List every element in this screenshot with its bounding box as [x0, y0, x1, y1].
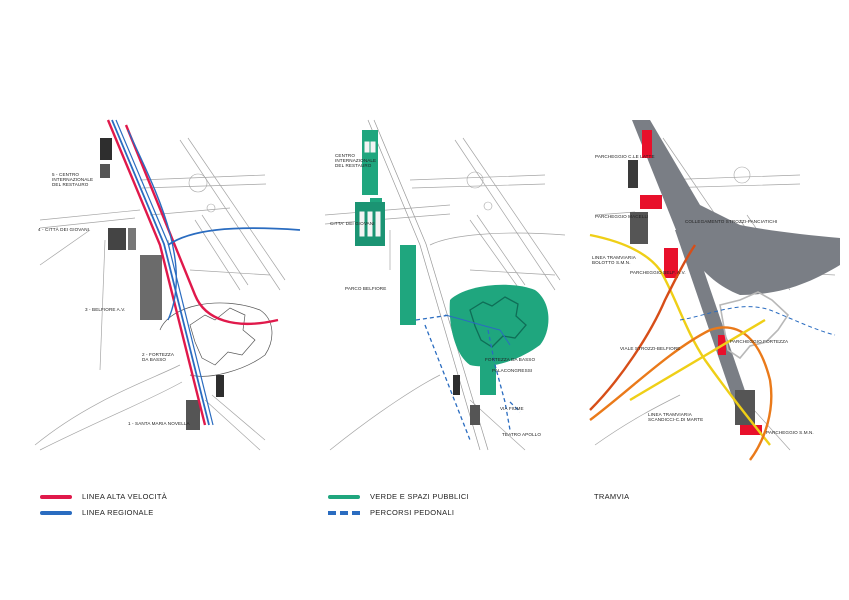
map-panel-tramway: PARCHEGGIO C.LE LATTE PARCHEGGIO MACELLI… [589, 120, 840, 461]
legend-tramway: TRAMVIA [594, 492, 629, 501]
street-network [34, 137, 286, 451]
green-areas [355, 130, 549, 395]
legend-regional: LINEA REGIONALE [40, 508, 154, 517]
high-speed-line-branch [124, 124, 279, 326]
legend-swatch-pedestrian [328, 510, 360, 515]
legend-pedestrian: PERCORSI PEDONALI [328, 508, 454, 517]
tramway-map [589, 120, 840, 461]
label-citta-giovani: CITTA' DEI GIOVANI [330, 221, 375, 226]
regional-line-east [167, 227, 301, 246]
pedestrian-path-fortress [444, 314, 511, 346]
tram-line-orange [589, 326, 773, 461]
legend-label-green: VERDE E SPAZI PUBBLICI [370, 492, 469, 501]
label-linea-scandicci: LINEA TRAMVIARIA SCANDICCI-C.DI MARTE [648, 412, 704, 423]
label-teatro-apollo: TEATRO APOLLO [502, 432, 541, 437]
label-fortezza: 2 - FORTEZZA DA BASSO [142, 352, 174, 363]
building-blocks [628, 160, 755, 425]
map-panel-public-spaces: CENTRO INTERNAZIONALE DEL RESTAURO CITTA… [320, 119, 566, 460]
fortress-outline [469, 296, 527, 348]
legend-label-regional: LINEA REGIONALE [82, 508, 154, 517]
map-panel-rail-lines: 5 - CENTRO INTERNAZIONALE DEL RESTAURO 4… [30, 119, 301, 460]
green-block-details [359, 141, 381, 237]
label-parcheggio-latte: PARCHEGGIO C.LE LATTE [595, 154, 655, 159]
label-parcheggio-macelli: PARCHEGGIO MACELLI [595, 214, 649, 219]
label-centro-restauro: CENTRO INTERNAZIONALE DEL RESTAURO [335, 153, 377, 169]
pedestrian-link [679, 306, 836, 336]
square-circle [733, 166, 751, 184]
fortress-outline [159, 302, 273, 377]
regional-line-curve [127, 129, 178, 321]
label-santa-maria-novella: 1 - SANTA MARIA NOVELLA [128, 421, 190, 426]
tram-line-scandicci [629, 318, 766, 402]
label-viale-strozzi: VIALE STROZZI-BELFIORE [620, 346, 681, 351]
label-via-fiume: VIA FIUME [500, 406, 524, 411]
public-spaces-map [324, 119, 566, 451]
legend-label-pedestrian: PERCORSI PEDONALI [370, 508, 455, 517]
rail-corridor-south [675, 230, 755, 420]
pedestrian-routes [415, 314, 521, 441]
square-circle [188, 173, 216, 213]
label-parcheggio-smn: PARCHEGGIO S.M.N. [766, 430, 814, 435]
building-blocks [100, 138, 224, 430]
tram-line-yellow [589, 233, 771, 446]
label-collegamento-strozzi: COLLEGAMENTO STROZZI-PANCIATICHI [685, 219, 778, 224]
high-speed-line-main [106, 119, 207, 426]
rail-yard-area [632, 120, 840, 295]
rail-lines-map [34, 119, 301, 451]
square-circle [466, 171, 493, 211]
legend-swatch-green [328, 494, 360, 499]
label-fortezza: FORTEZZA DA BASSO [485, 357, 536, 362]
legend-label-high-speed: LINEA ALTA VELOCITÀ [82, 492, 168, 501]
label-citta-giovani: 4 - CITTÀ DEI GIOVANI [38, 227, 90, 232]
regional-line-track-a [111, 119, 210, 426]
legend-swatch-regional [40, 510, 72, 515]
regional-line-track-b [115, 119, 214, 426]
legend-green: VERDE E SPAZI PUBBLICI [328, 492, 469, 501]
fortress-outline [719, 291, 790, 360]
label-parcheggio-fortezza: PARCHEGGIO FORTEZZA [730, 339, 789, 344]
label-parco-belfiore: PARCO BELFIORE [345, 286, 387, 291]
label-palacongressi: PALACONGRESSI [492, 368, 533, 373]
label-parcheggio-belfiore: PARCHEGGIO BELF. A.V. [630, 270, 686, 275]
legend-label-tramway: TRAMVIA [594, 492, 630, 501]
building-blocks [453, 375, 480, 425]
legend-swatch-high-speed [40, 494, 72, 499]
label-centro-restauro: 5 - CENTRO INTERNAZIONALE DEL RESTAURO [52, 172, 94, 188]
label-belfiore-av: 3 - BELFIORE A.V. [85, 307, 126, 312]
tram-line-deep-orange [589, 244, 696, 411]
legend-high-speed: LINEA ALTA VELOCITÀ [40, 492, 167, 501]
label-linea-bolotto: LINEA TRAMVIARIA BOLOTTO S.M.N. [592, 255, 636, 266]
